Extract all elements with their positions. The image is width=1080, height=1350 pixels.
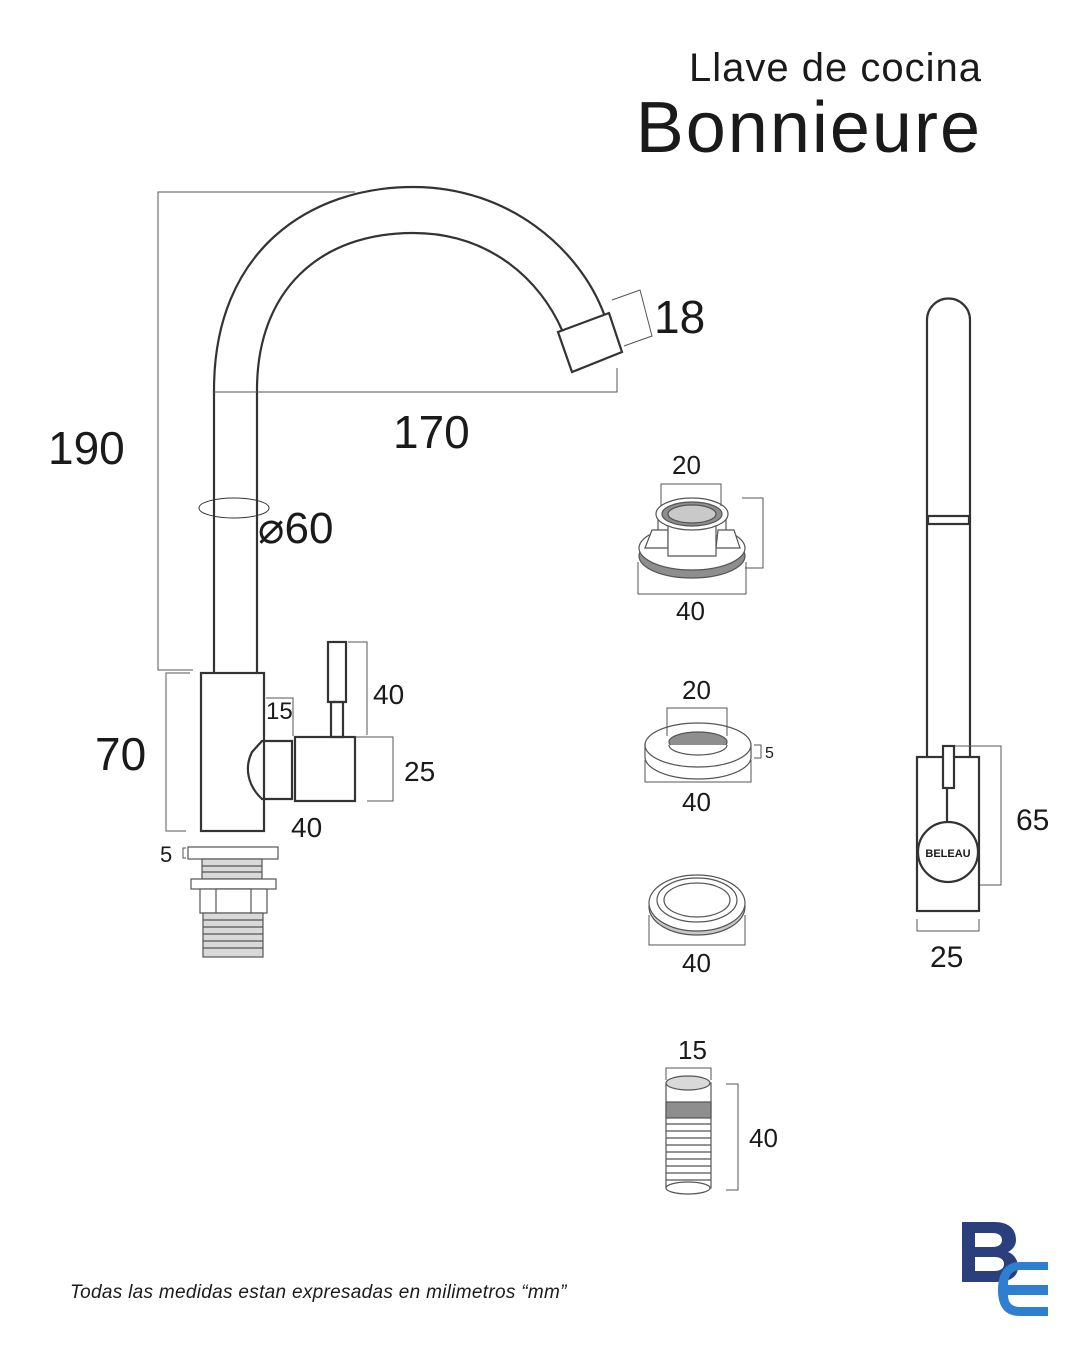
rod-part [665, 1075, 712, 1195]
nut-part [638, 497, 746, 579]
footnote: Todas las medidas estan expresadas en mi… [70, 1282, 567, 1303]
dimension-lines [157, 191, 653, 859]
label-side-body-height: 65 [1016, 804, 1049, 837]
label-rod-length: 40 [749, 1123, 778, 1153]
label-nut-inner: 20 [672, 450, 701, 480]
product-title: Bonnieure [635, 88, 982, 168]
label-nut-outer: 40 [676, 596, 705, 626]
diameter-ellipse [198, 497, 270, 519]
label-washer-inner: 20 [682, 675, 711, 705]
rod-dimension-lines [665, 1067, 739, 1191]
label-gasket-thickness: 5 [160, 842, 172, 867]
label-side-body-width: 25 [930, 941, 963, 974]
label-washer-outer: 40 [682, 787, 711, 817]
label-spout-height: 190 [48, 422, 125, 474]
lever-stem [329, 700, 345, 739]
ring-dimension-line [648, 915, 746, 946]
label-spout-reach: 170 [393, 406, 470, 458]
label-rod-width: 15 [678, 1035, 707, 1065]
faucet-spout [212, 185, 624, 672]
label-lever-height: 40 [373, 679, 404, 710]
nut-dimension-lines [637, 483, 764, 595]
label-ring-outer: 40 [682, 948, 711, 978]
label-lever-width: 15 [266, 698, 293, 725]
side-view-faucet [915, 297, 981, 913]
company-logo [962, 1222, 1048, 1316]
lever-top [326, 640, 348, 704]
dimension-labels: 190 170 18 ⌀60 70 40 15 25 40 5 20 40 20… [48, 291, 1049, 1153]
label-handle-height: 25 [404, 756, 435, 787]
ring-part [648, 874, 746, 936]
header: Llave de cocina Bonnieure [636, 46, 982, 168]
base-fittings [187, 846, 279, 958]
label-outlet: 18 [654, 291, 705, 343]
handle-knob [246, 739, 294, 801]
faucet-body [199, 671, 266, 833]
label-diameter: ⌀60 [258, 504, 333, 553]
label-washer-thickness: 5 [765, 745, 774, 762]
brand-label: BELEAU [925, 848, 970, 860]
label-body-height: 70 [95, 728, 146, 780]
handle-block [293, 735, 357, 803]
washer-dimension-lines [644, 707, 762, 783]
product-subtitle: Llave de cocina [689, 46, 982, 90]
label-handle-width: 40 [291, 812, 322, 843]
side-dimension-lines [916, 745, 1002, 932]
washer-part [644, 722, 752, 780]
